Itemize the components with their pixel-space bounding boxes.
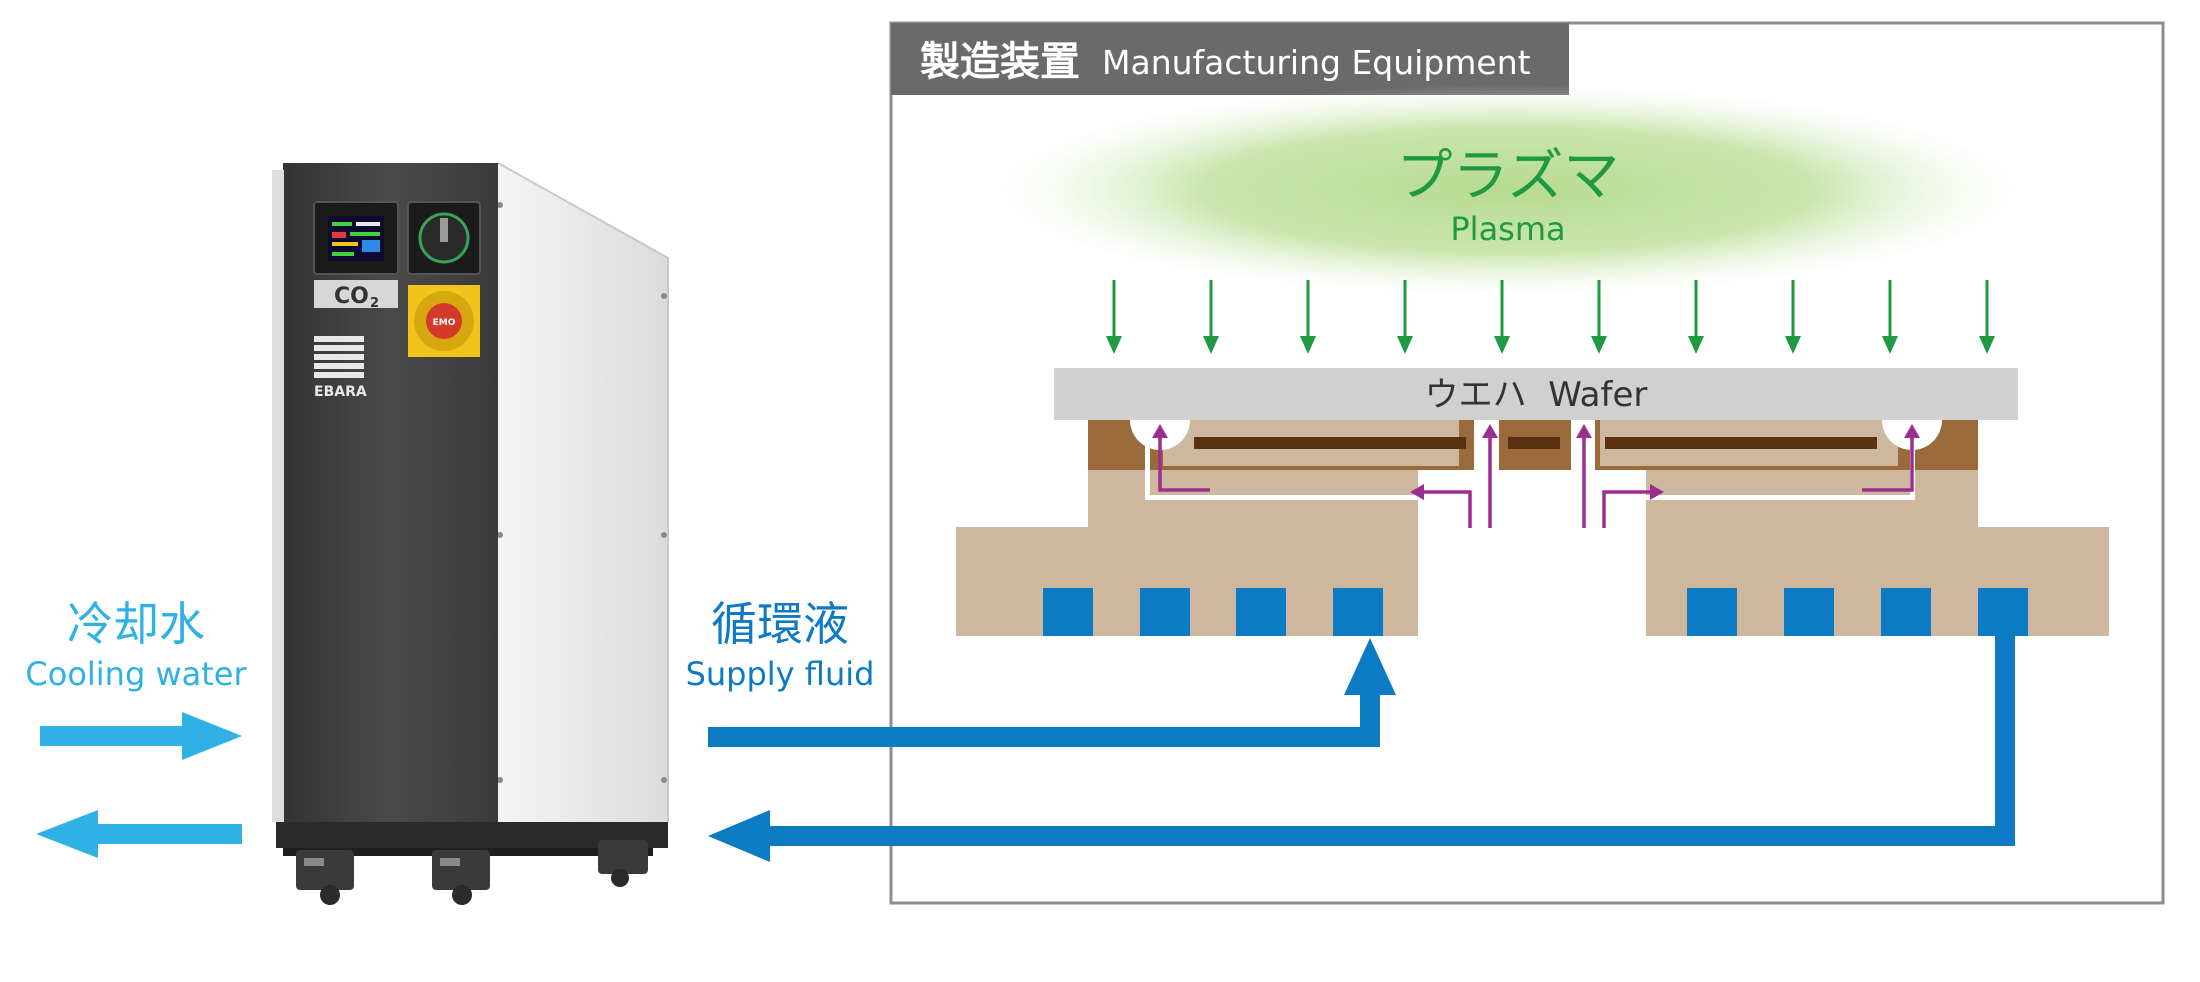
supply-fluid-ja: 循環液 xyxy=(711,597,849,651)
chiller-casters xyxy=(296,840,648,905)
plasma-arrowhead-5 xyxy=(1494,336,1510,354)
backside-gas-arrows xyxy=(1152,424,1920,528)
supply-fluid-loop xyxy=(708,636,2015,862)
cooling-water-out-line xyxy=(92,824,242,844)
co2-badge xyxy=(314,280,398,308)
coolant-channel-8 xyxy=(1978,588,2028,636)
equipment-title-en: Manufacturing Equipment xyxy=(1102,43,1531,82)
chiller-side-panel xyxy=(498,163,668,822)
cooling-water-out-arrowhead xyxy=(36,810,98,858)
coolant-channel-4 xyxy=(1333,588,1383,636)
plasma-arrowhead-10 xyxy=(1979,336,1995,354)
return-line-vertical xyxy=(1995,636,2015,846)
wafer-label: ウエハ Wafer xyxy=(1425,375,1648,415)
chuck-base-right xyxy=(1646,418,2109,636)
return-arrowhead xyxy=(708,810,770,862)
emo-text: EMO xyxy=(433,318,456,328)
equipment-header xyxy=(891,23,1569,95)
plasma-arrowhead-9 xyxy=(1882,336,1898,354)
coolant-channels xyxy=(1043,588,2028,636)
plasma-arrowhead-3 xyxy=(1300,336,1316,354)
coolant-channel-6 xyxy=(1784,588,1834,636)
plasma-label-en: Plasma xyxy=(1450,210,1565,248)
electrode-right xyxy=(1605,437,1877,449)
coolant-channel-3 xyxy=(1236,588,1286,636)
plasma-region: プラズマ Plasma xyxy=(998,85,2018,295)
plasma-arrows xyxy=(1106,280,1995,354)
electrode-center xyxy=(1508,437,1560,449)
wafer: ウエハ Wafer xyxy=(1054,368,2018,420)
electrostatic-chuck xyxy=(956,418,2109,636)
supply-arrowhead xyxy=(1344,638,1396,695)
plasma-arrowhead-7 xyxy=(1688,336,1704,354)
plasma-arrowhead-8 xyxy=(1785,336,1801,354)
plasma-arrowhead-1 xyxy=(1106,336,1122,354)
plasma-label-ja: プラズマ xyxy=(1397,144,1620,209)
coolant-channel-7 xyxy=(1881,588,1931,636)
manufacturing-equipment-box: 製造装置 Manufacturing Equipment xyxy=(889,21,2165,905)
cooling-water-in-line xyxy=(40,726,192,746)
plasma-arrowhead-4 xyxy=(1397,336,1413,354)
equipment-title-ja: 製造装置 xyxy=(920,39,1080,85)
cooling-water-in-arrowhead xyxy=(182,712,242,760)
co2-badge-text: CO xyxy=(334,284,369,309)
chuck-base-left xyxy=(956,418,1418,636)
coolant-channel-1 xyxy=(1043,588,1093,636)
coolant-channel-5 xyxy=(1687,588,1737,636)
chiller-unit: CO 2 EMO EBARA xyxy=(272,162,669,905)
ebara-logo-text: EBARA xyxy=(314,384,367,400)
return-line-horizontal xyxy=(760,826,2015,846)
cooling-water: 冷却水 Cooling water xyxy=(25,597,247,858)
cooling-water-en: Cooling water xyxy=(25,655,247,693)
supply-fluid-en: Supply fluid xyxy=(686,655,875,693)
coolant-channel-2 xyxy=(1140,588,1190,636)
cooling-water-ja: 冷却水 xyxy=(67,597,205,651)
plasma-arrowhead-2 xyxy=(1203,336,1219,354)
supply-line-horizontal xyxy=(708,727,1370,747)
supply-fluid-label: 循環液 Supply fluid xyxy=(686,597,875,693)
co2-badge-sub: 2 xyxy=(370,296,379,311)
electrode-left xyxy=(1194,437,1466,449)
supply-line-vertical xyxy=(1360,690,1380,747)
emo-button[interactable] xyxy=(426,303,462,339)
plasma-arrowhead-6 xyxy=(1591,336,1607,354)
ebara-logo-icon xyxy=(314,336,364,378)
